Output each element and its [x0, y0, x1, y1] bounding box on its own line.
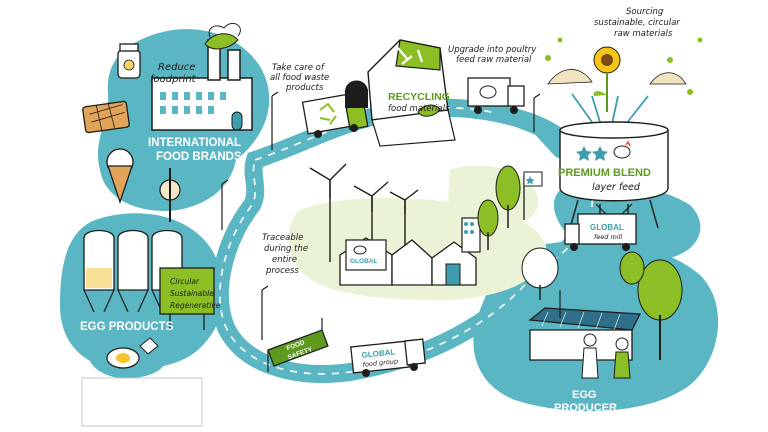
arrows-to-silo	[571, 93, 649, 125]
leaf-icon	[417, 104, 441, 117]
ice-cream-icon	[106, 148, 134, 205]
sourcing-label: sustainable, circular	[594, 18, 680, 28]
traceable-label: during the	[264, 244, 308, 254]
waste-label: Take care of	[272, 63, 326, 73]
mill-logo: feed mill	[594, 233, 622, 241]
egg-icon	[106, 337, 159, 369]
feed-mill-truck	[564, 213, 637, 251]
brands-title: FOOD BRANDS	[156, 151, 242, 163]
brands-title: INTERNATIONAL	[148, 137, 241, 149]
grain-piles	[547, 69, 687, 85]
jar-icon	[117, 43, 141, 79]
caption-box	[81, 377, 203, 427]
recycling-title: RECYCLING	[388, 91, 450, 103]
solar-panel-icon	[528, 307, 641, 331]
producer-title: EGG	[572, 389, 596, 401]
traceable-label: process	[265, 266, 299, 276]
upgrade-label: Upgrade into poultry	[448, 45, 537, 55]
upgrade-label: feed raw material	[456, 55, 532, 65]
truck-logo: food group	[362, 357, 398, 369]
truck-icon	[301, 93, 369, 138]
street-lamps	[221, 91, 561, 340]
traceable-label: Traceable	[262, 233, 303, 243]
farm-sign-logo: GLOBAL	[350, 258, 377, 265]
egg-producer-barn	[529, 329, 633, 361]
sunflower-icon	[593, 46, 621, 112]
tree-icon	[477, 165, 683, 360]
premium-silo	[559, 121, 669, 229]
mill-logo: GLOBAL	[590, 223, 624, 232]
producer-title: PRODUCER	[554, 402, 617, 414]
recycling-subtitle: food materials	[388, 104, 450, 114]
truck-icon	[350, 338, 426, 377]
benefit-item: Circular	[170, 277, 200, 286]
truck-icon	[467, 77, 525, 114]
waste-label: all food waste	[270, 73, 329, 83]
waffle-icon	[82, 100, 130, 134]
leaf-icon	[204, 33, 239, 50]
farmers	[581, 333, 631, 379]
waste-label: products	[285, 83, 324, 93]
truck-logo: GLOBAL	[361, 347, 396, 359]
leaf-icon	[545, 37, 703, 95]
star-icon	[464, 222, 474, 234]
sourcing-label: raw materials	[614, 29, 673, 39]
fork-icon	[159, 168, 181, 222]
benefits-sign	[159, 267, 215, 330]
egg-products-title: EGG PRODUCTS	[80, 321, 174, 333]
factory-icon	[151, 23, 253, 131]
food-safety-flag	[267, 318, 329, 372]
flag-icon	[523, 171, 543, 220]
sourcing-label: Sourcing	[626, 7, 664, 17]
farm-sign	[345, 239, 387, 271]
recycle-icon	[319, 102, 337, 125]
chicken-icon	[613, 140, 631, 159]
recycling-building	[345, 39, 456, 147]
star-icon	[576, 146, 608, 161]
benefit-item: Sustainable	[170, 289, 214, 298]
reduce-label: foodprint	[150, 74, 197, 85]
traceable-label: entire	[272, 255, 297, 265]
reduce-label: Reduce	[158, 62, 195, 73]
premium-title: PREMIUM BLEND	[558, 167, 651, 179]
benefit-item: Regenerative	[170, 301, 221, 310]
premium-subtitle: layer feed	[592, 182, 641, 193]
